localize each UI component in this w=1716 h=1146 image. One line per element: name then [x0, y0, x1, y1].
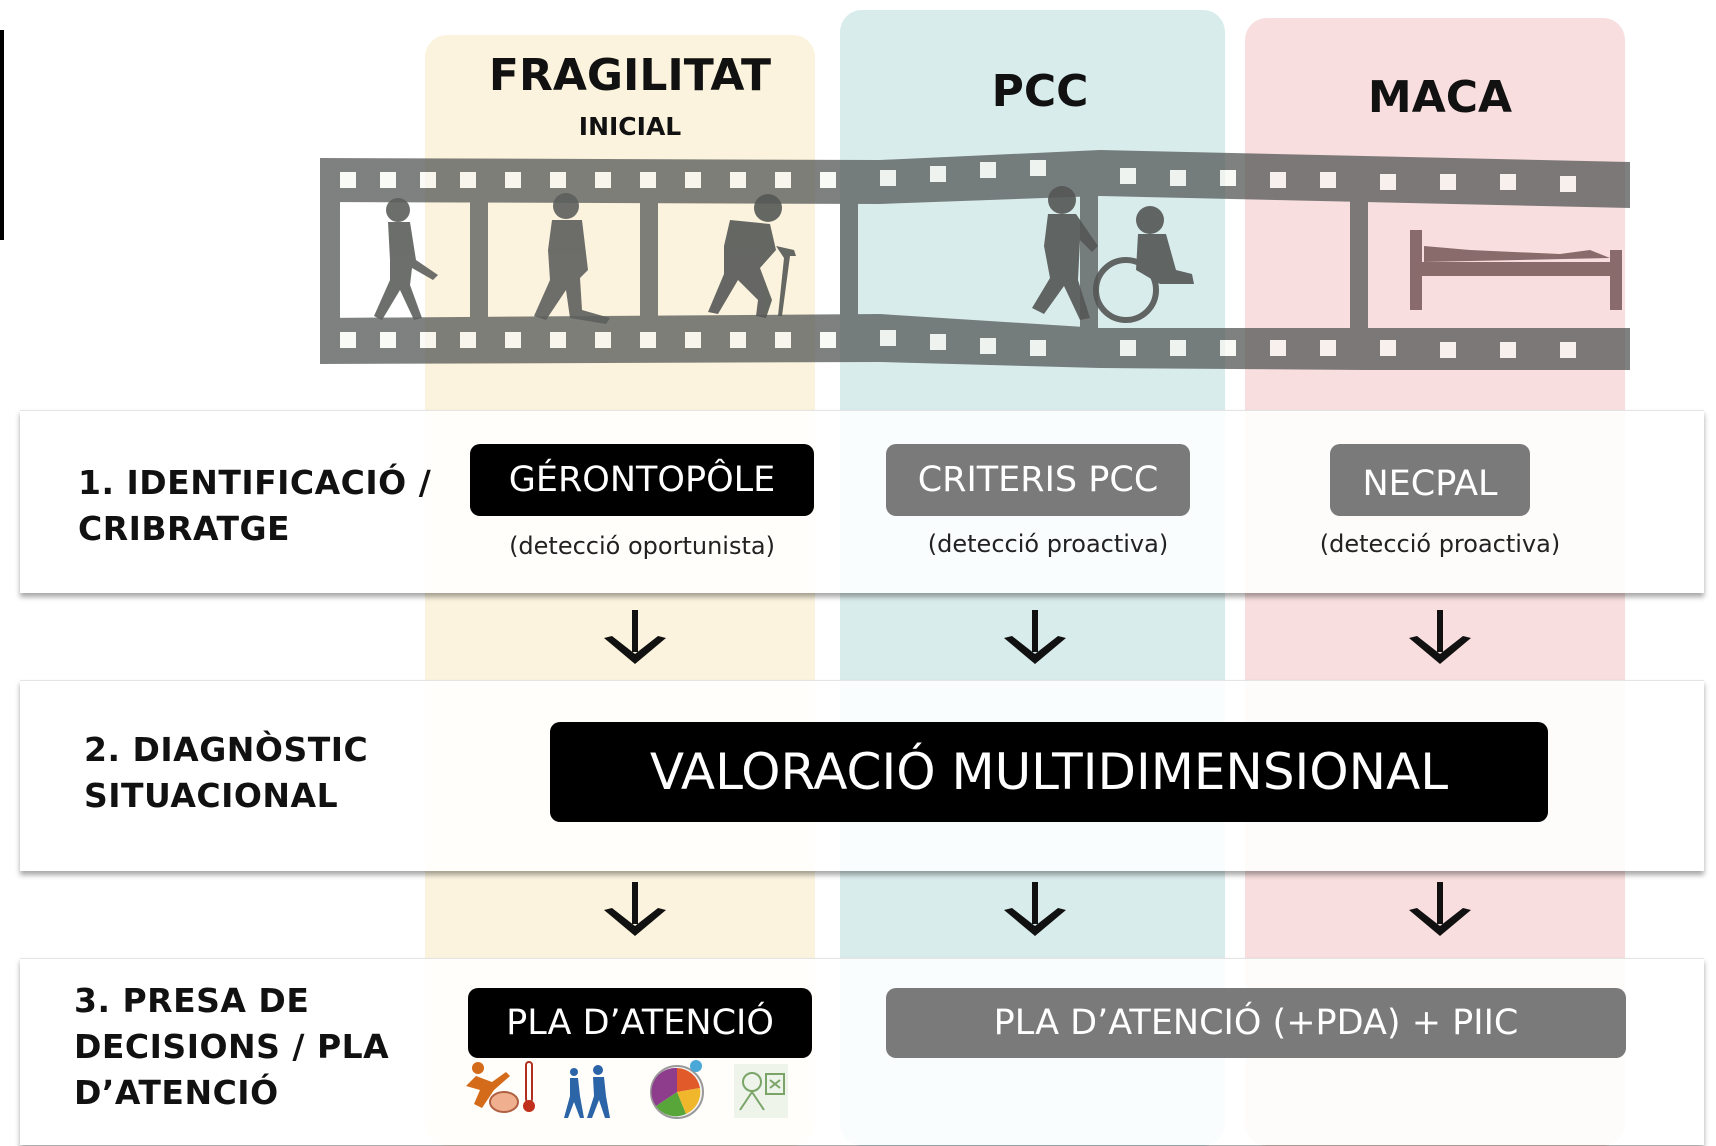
film-strip	[320, 150, 1630, 370]
fall-thermometer-icon	[466, 1061, 535, 1113]
row3-label-line3: D’ATENCIÓ	[74, 1073, 279, 1112]
elderly-person-cane-icon	[708, 194, 796, 318]
row2-label-line2: SITUACIONAL	[84, 776, 339, 815]
arrow-down-icon	[1409, 882, 1471, 936]
arrow-down-icon	[1004, 882, 1066, 936]
pla-atencio-box: PLA D’ATENCIÓ	[468, 988, 812, 1058]
row1-label: 1. IDENTIFICACIÓ / CRIBRATGE	[78, 460, 431, 552]
column-title-fragilitat: FRAGILITAT	[488, 50, 772, 101]
column-title-maca: MACA	[1367, 72, 1513, 123]
bed-icon	[1410, 230, 1622, 310]
row2-label: 2. DIAGNÒSTIC SITUACIONAL	[84, 727, 368, 819]
woman-walking-icon	[374, 198, 438, 320]
row1-label-line2: CRIBRATGE	[78, 509, 291, 548]
necpal-note: (detecció proactiva)	[1319, 530, 1561, 558]
person-walking-icon	[534, 193, 610, 324]
criteris-pcc-note: (detecció proactiva)	[927, 530, 1169, 558]
arrow-down-icon	[1409, 610, 1471, 664]
row2-label-line1: 2. DIAGNÒSTIC	[84, 730, 369, 769]
pla-atencio-pda-piic-box: PLA D’ATENCIÓ (+PDA) + PIIC	[886, 988, 1626, 1058]
criteris-pcc-box: CRITERIS PCC	[886, 444, 1190, 516]
arrow-down-icon	[604, 882, 666, 936]
necpal-box: NECPAL	[1330, 444, 1530, 516]
arrow-down-icon	[604, 610, 666, 664]
row3-label: 3. PRESA DE DECISIONS / PLA D’ATENCIÓ	[74, 978, 389, 1116]
column-title-pcc: PCC	[991, 66, 1089, 117]
row3-label-line2: DECISIONS / PLA	[74, 1027, 390, 1066]
gerontopole-box: GÉRONTOPÔLE	[470, 444, 814, 516]
left-edge-bar	[0, 30, 4, 240]
row3-label-line1: 3. PRESA DE	[74, 981, 310, 1020]
row1-label-line1: 1. IDENTIFICACIÓ /	[78, 463, 432, 502]
cognitive-sketch-icon	[734, 1064, 788, 1118]
walking-people-icon	[564, 1065, 610, 1118]
column-subtitle-fragilitat: INICIAL	[578, 112, 682, 141]
person-pushing-wheelchair-icon	[1032, 186, 1194, 323]
valoracio-multidimensional-box: VALORACIÓ MULTIDIMENSIONAL	[550, 722, 1548, 822]
nutrition-plate-icon	[650, 1060, 704, 1119]
arrow-down-icon	[1004, 610, 1066, 664]
gerontopole-note: (detecció oportunista)	[509, 532, 775, 560]
